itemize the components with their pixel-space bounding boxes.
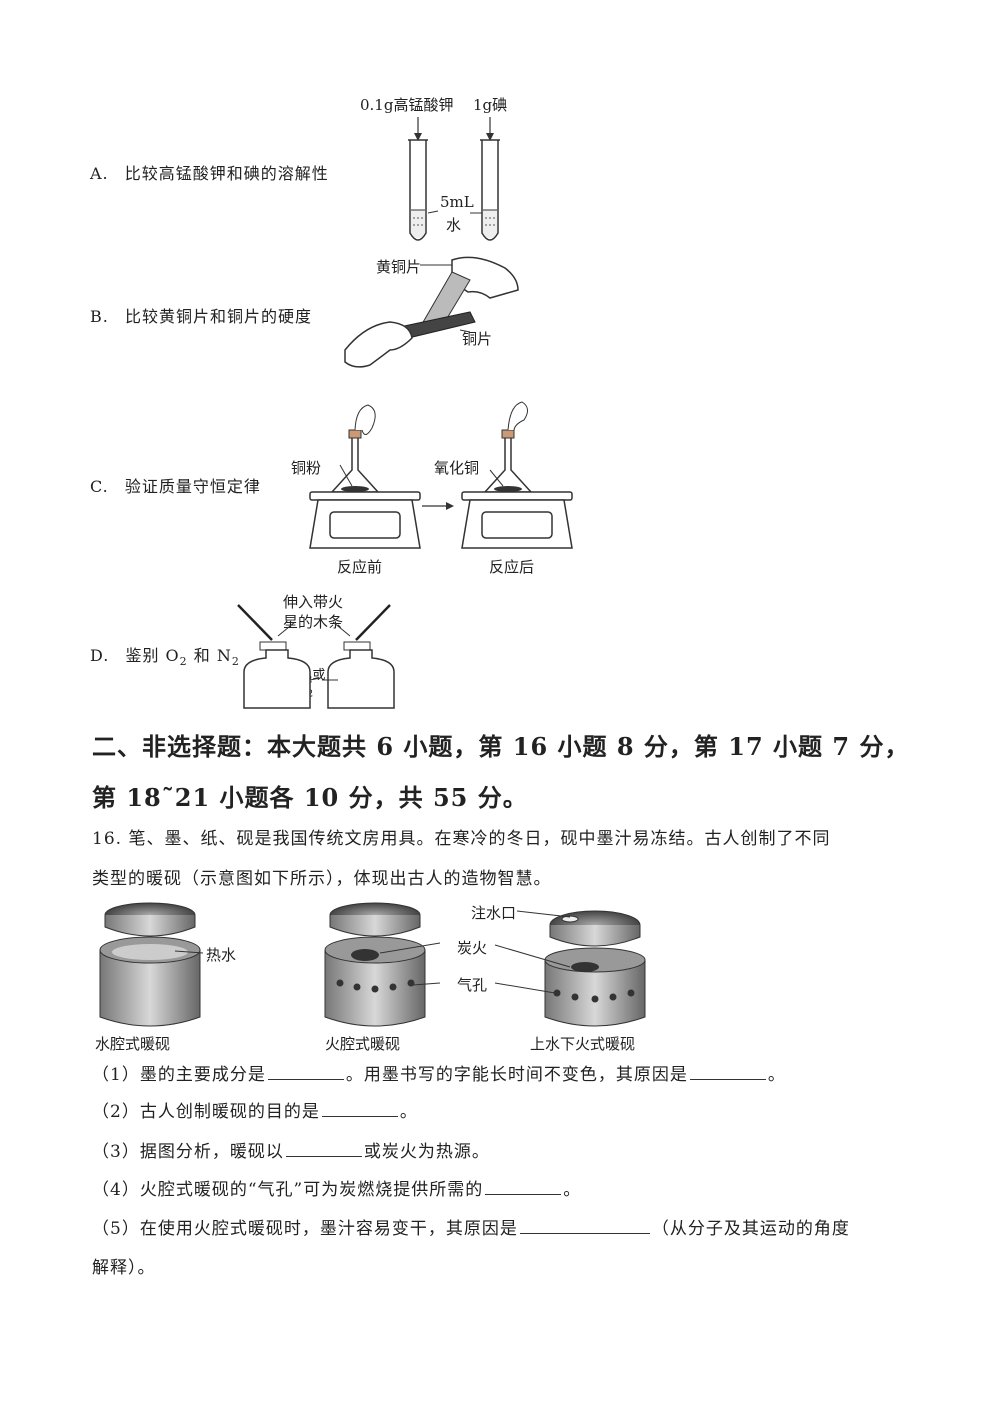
q16-sub3-b: 或炭火为热源。: [363, 1142, 490, 1162]
option-d-n: N: [216, 646, 232, 665]
option-a: A. 比较高锰酸钾和碘的溶解性: [90, 160, 329, 184]
option-c-letter: C.: [90, 477, 109, 496]
caption-water-inkstone: 水腔式暖砚: [95, 1035, 171, 1053]
q16-sub3: （3）据图分析，暖砚以 或炭火为热源。: [92, 1134, 490, 1170]
q16-sub5-b: （从分子及其运动的角度: [651, 1219, 850, 1239]
option-d-prefix: 鉴别: [125, 646, 160, 665]
label-hot-water: 热水: [206, 946, 237, 964]
q16-sub3-blank[interactable]: [285, 1142, 362, 1157]
q16-sub5-blank[interactable]: [519, 1219, 650, 1234]
option-c-text: 验证质量守恒定律: [124, 477, 261, 496]
label-charcoal: 炭火: [457, 939, 488, 957]
caption-after: 反应后: [489, 558, 535, 576]
caption-combined-inkstone: 上水下火式暖砚: [530, 1035, 636, 1053]
hardness-figure: [344, 256, 519, 368]
q16-sub4-a: （4）火腔式暖砚的“气孔”可为炭燃烧提供所需的: [92, 1180, 484, 1200]
label-copper-powder: 铜粉: [291, 459, 322, 477]
option-d-and: 和: [193, 646, 211, 665]
q16-sub1-blank2[interactable]: [689, 1065, 766, 1080]
option-d-o: O: [165, 646, 180, 665]
q16-sub1-blank1[interactable]: [267, 1065, 344, 1080]
label-kmno4: 0.1g高锰酸钾: [360, 96, 454, 114]
q16-sub2-a: （2）古人创制暖砚的目的是: [92, 1102, 320, 1122]
q16-sub1-a: （1）墨的主要成分是: [92, 1065, 266, 1085]
label-water-inlet: 注水口: [471, 904, 517, 922]
option-c: C. 验证质量守恒定律: [90, 473, 261, 497]
q16-sub2-b: 。: [399, 1102, 418, 1122]
label-copper-oxide: 氧化铜: [434, 459, 480, 477]
q16-sub5-a: （5）在使用火腔式暖砚时，墨汁容易变干，其原因是: [92, 1219, 518, 1239]
option-d-letter: D.: [90, 646, 110, 665]
q16-sub5-cont: 解释）。: [92, 1258, 156, 1278]
option-b-letter: B.: [90, 307, 109, 326]
option-b-text: 比较黄铜片和铜片的硬度: [124, 307, 312, 326]
label-splint-1: 伸入带火: [283, 593, 344, 611]
q16-sub4: （4）火腔式暖砚的“气孔”可为炭燃烧提供所需的 。: [92, 1172, 581, 1208]
label-air-hole: 气孔: [457, 976, 488, 994]
option-a-text: 比较高锰酸钾和碘的溶解性: [124, 164, 329, 183]
test-tubes-figure: [408, 117, 500, 241]
q16-sub1-b: 。用墨书写的字能长时间不变色，其原因是: [345, 1065, 688, 1085]
q16-sub4-blank[interactable]: [485, 1180, 562, 1195]
caption-before: 反应前: [337, 558, 383, 576]
caption-fire-inkstone: 火腔式暖砚: [325, 1035, 401, 1053]
q16-sub4-b: 。: [563, 1180, 582, 1200]
gas-bottles-figure: [237, 604, 395, 709]
label-copper: 铜片: [462, 330, 493, 348]
label-brass: 黄铜片: [376, 258, 422, 276]
q16-sub1-c: 。: [767, 1065, 786, 1085]
q16-intro-line2: 类型的暖砚（示意图如下所示），体现出古人的造物智慧。: [92, 869, 552, 889]
label-splint-2: 星的木条: [283, 613, 344, 631]
q16-sub2-blank[interactable]: [321, 1102, 398, 1117]
option-b: B. 比较黄铜片和铜片的硬度: [90, 303, 312, 327]
option-a-letter: A.: [90, 164, 109, 183]
q16-sub5: （5）在使用火腔式暖砚时，墨汁容易变干，其原因是 （从分子及其运动的角度: [92, 1211, 850, 1247]
section-heading-line1: 二、非选择题：本大题共 6 小题，第 16 小题 8 分，第 17 小题 7 分…: [92, 732, 910, 761]
q16-intro-line1: 16. 笔、墨、纸、砚是我国传统文房用具。在寒冷的冬日，砚中墨汁易冻结。古人创制…: [92, 829, 831, 849]
option-d-n-sub: 2: [231, 655, 240, 669]
section-heading-line2: 第 18˜21 小题各 10 分，共 55 分。: [92, 783, 528, 812]
q16-sub1: （1）墨的主要成分是 。用墨书写的字能长时间不变色，其原因是 。: [92, 1057, 786, 1093]
mass-conservation-figure: [309, 401, 573, 549]
q16-sub2: （2）古人创制暖砚的目的是 。: [92, 1094, 418, 1130]
inkstones-figure: [99, 902, 646, 1027]
label-water: 水: [446, 216, 462, 234]
option-d-o-sub: 2: [179, 655, 188, 669]
q16-sub3-a: （3）据图分析，暖砚以: [92, 1142, 284, 1162]
label-iodine: 1g碘: [473, 96, 508, 114]
label-water-volume: 5mL: [440, 193, 474, 211]
option-d: D. 鉴别 O2 和 N2: [90, 642, 240, 668]
